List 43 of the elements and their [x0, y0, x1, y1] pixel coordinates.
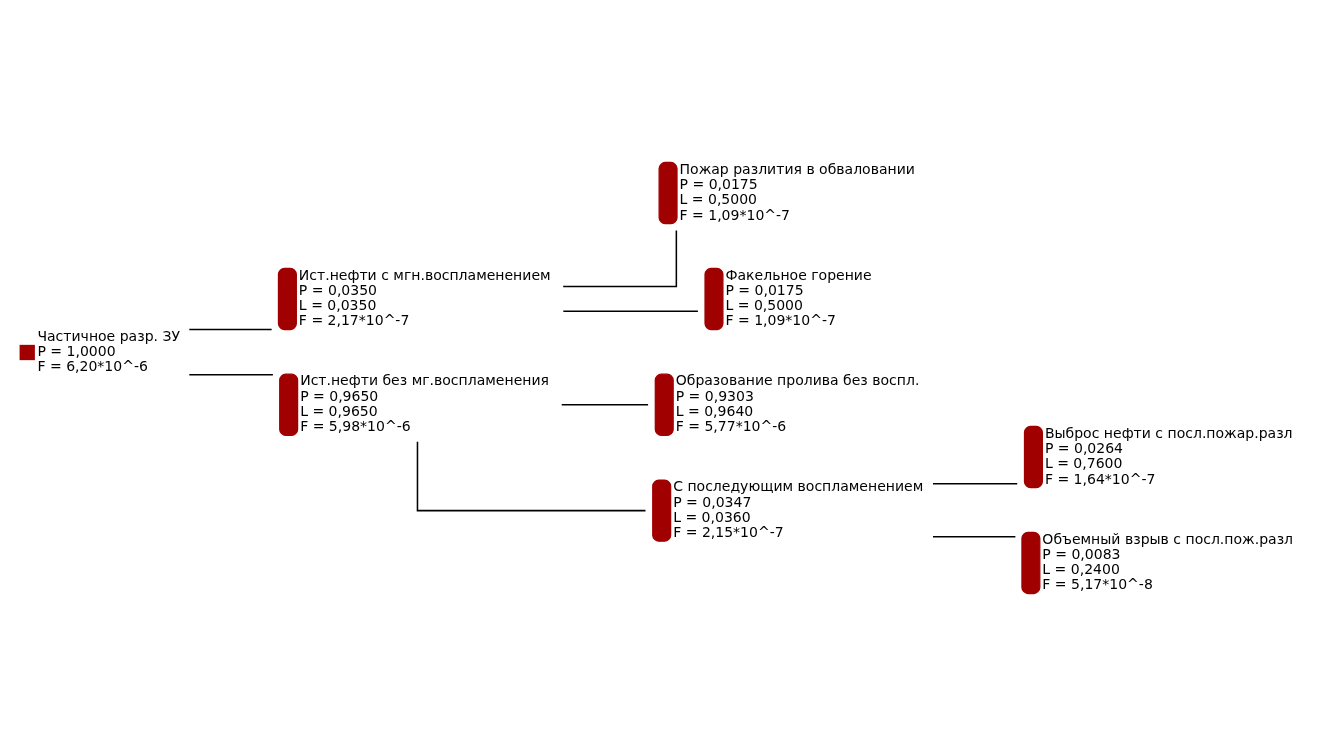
node-label: Образование пролива без воспл.: [675, 372, 920, 389]
node-label: P = 0,0347: [673, 493, 752, 510]
node-label: F = 6,20*10^-6: [37, 358, 148, 375]
node-label: P = 0,9303: [675, 387, 754, 404]
node-label: Пожар разлития в обваловании: [679, 160, 915, 177]
node-label: P = 0,0175: [725, 281, 804, 298]
node-label: L = 0,2400: [1042, 561, 1120, 578]
node-label: Частичное разр. ЗУ: [37, 327, 180, 344]
connector: [932, 536, 1017, 538]
node-label: L = 0,0360: [673, 508, 751, 525]
node-label: P = 0,9650: [300, 387, 379, 404]
node-label: Ист.нефти без мг.воспламенения: [300, 372, 549, 389]
node-label: F = 1,64*10^-7: [1044, 470, 1156, 487]
node-label: P = 0,0083: [1042, 545, 1121, 562]
node-label: F = 2,15*10^-7: [673, 524, 784, 541]
node-label: L = 0,5000: [679, 191, 758, 208]
node-label: Ист.нефти с мгн.воспламенением: [298, 266, 551, 283]
node-label: L = 0,0350: [298, 297, 377, 314]
connector: [188, 374, 274, 376]
node-label: P = 0,0350: [298, 281, 378, 298]
node-label: P = 0,0175: [679, 176, 758, 192]
connector: [560, 404, 649, 406]
connector: [932, 483, 1018, 485]
node-label: F = 2,17*10^-7: [298, 312, 410, 329]
connector: [188, 328, 273, 331]
node-label: F = 5,98*10^-6: [300, 418, 411, 435]
node-label: P = 1,0000: [37, 343, 116, 360]
node-label: L = 0,9650: [300, 403, 378, 419]
node-label: Объемный взрыв с посл.пож.разл: [1042, 530, 1294, 547]
node-label: С последующим воспламенением: [673, 478, 924, 495]
node-label: F = 5,77*10^-6: [675, 418, 787, 435]
node-label: F = 1,09*10^-7: [679, 206, 791, 223]
connector: [416, 441, 647, 512]
node-label: Выброс нефти с посл.пожар.разл: [1044, 424, 1293, 441]
node-box: [19, 344, 35, 361]
node-label: L = 0,7600: [1044, 455, 1123, 472]
node-label: F = 5,17*10^-8: [1042, 576, 1153, 593]
connector: [562, 229, 678, 288]
node-label: Факельное горение: [725, 266, 872, 283]
node-label: F = 1,09*10^-7: [725, 312, 836, 329]
node-label: L = 0,9640: [675, 403, 754, 419]
node-label: L = 0,5000: [725, 297, 803, 314]
connector: [562, 310, 699, 313]
